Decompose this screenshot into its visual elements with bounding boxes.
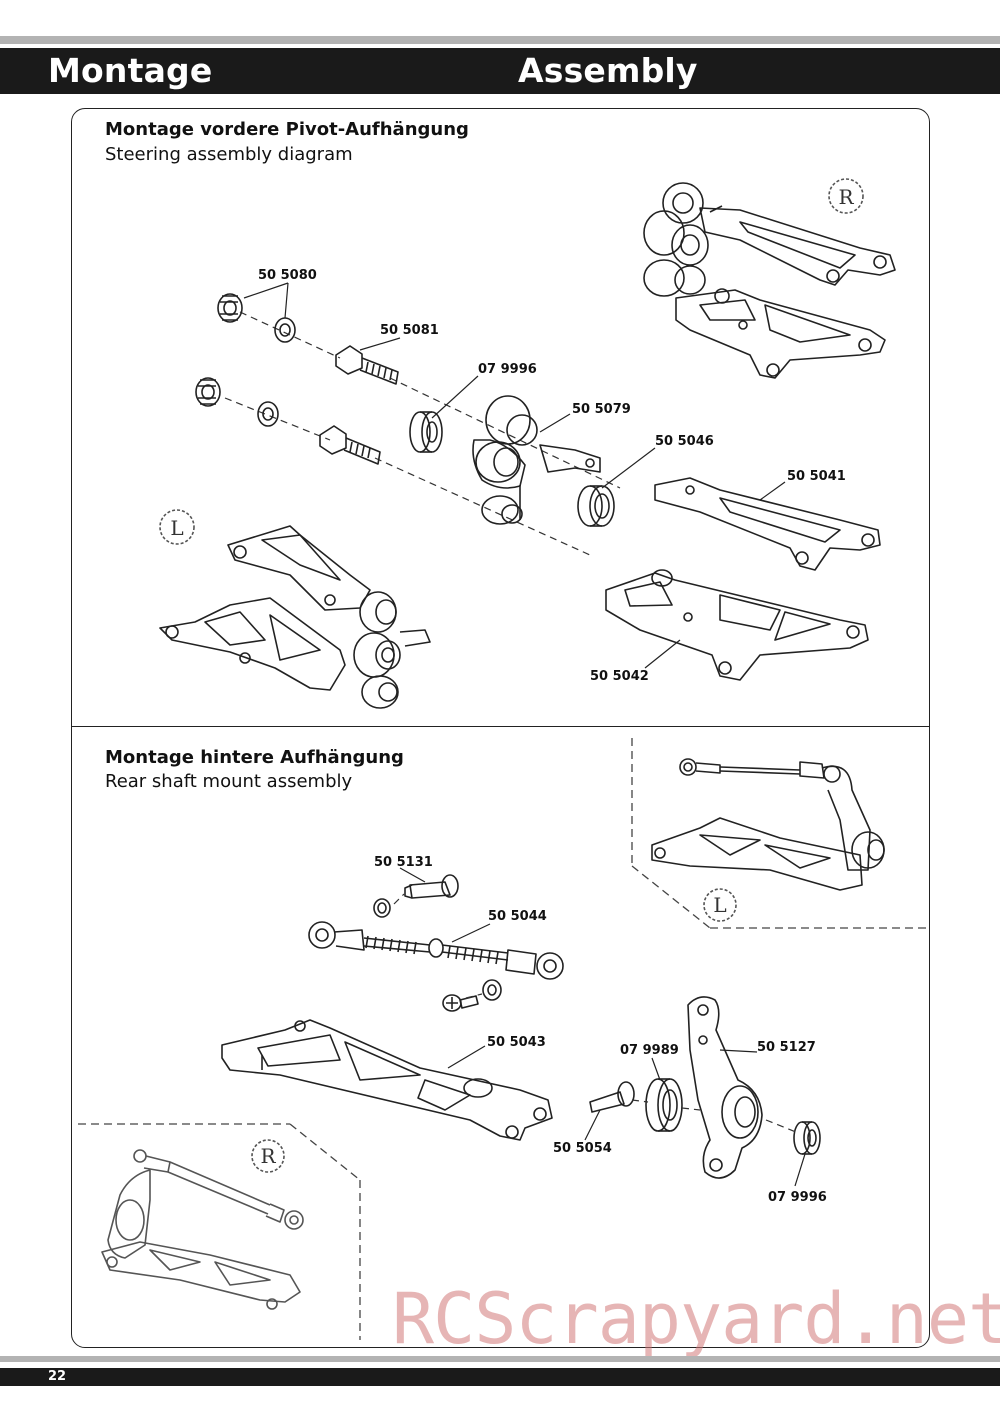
part-505041-drawing bbox=[654, 477, 881, 571]
part-label: 50 5042 bbox=[590, 669, 649, 684]
right-lower-arm-drawing bbox=[675, 288, 886, 379]
part-label: 07 9989 bbox=[620, 1043, 679, 1058]
right-rear-inset-drawing bbox=[101, 1149, 304, 1310]
view-label-r1: R bbox=[838, 185, 854, 209]
view-marker-l1 bbox=[159, 509, 195, 545]
header-title-de: Montage bbox=[48, 51, 213, 90]
part-079989-drawing bbox=[645, 1078, 683, 1132]
section2-title: Montage hintere Aufhängung bbox=[105, 747, 404, 768]
part-label: 07 9996 bbox=[478, 362, 537, 377]
top-rule bbox=[0, 36, 1000, 44]
part-505042-drawing bbox=[605, 569, 869, 681]
view-marker-r2 bbox=[251, 1139, 285, 1173]
small-screw-drawing bbox=[442, 979, 502, 1012]
part-505046-drawing bbox=[577, 485, 615, 527]
part-label: 50 5054 bbox=[553, 1141, 612, 1156]
part-505043-drawing bbox=[221, 1019, 553, 1141]
part-079996-drawing-rear bbox=[793, 1121, 821, 1155]
view-label-r2: R bbox=[260, 1144, 276, 1168]
section1-subtitle: Steering assembly diagram bbox=[105, 144, 353, 165]
part-505044-drawing bbox=[308, 921, 564, 980]
section-divider bbox=[71, 726, 929, 727]
page-header: Montage Assembly bbox=[0, 48, 1000, 94]
section1-title: Montage vordere Pivot-Aufhängung bbox=[105, 119, 469, 140]
part-505079-drawing bbox=[472, 395, 601, 525]
part-label: 50 5081 bbox=[380, 323, 439, 338]
watermark: RCScrapyard.net bbox=[392, 1278, 1000, 1360]
part-label: 50 5046 bbox=[655, 434, 714, 449]
view-marker-l2 bbox=[703, 888, 737, 922]
bottom-rule bbox=[0, 1356, 1000, 1362]
part-label: 50 5127 bbox=[757, 1040, 816, 1055]
page-number: 22 bbox=[48, 1369, 67, 1384]
spacer-drawing bbox=[373, 898, 391, 918]
view-label-l1: L bbox=[170, 516, 183, 540]
view-marker-r1 bbox=[828, 178, 864, 214]
right-upper-arm-drawing bbox=[643, 182, 896, 297]
part-label: 07 9996 bbox=[768, 1190, 827, 1205]
left-rear-inset-drawing bbox=[651, 758, 885, 891]
part-label: 50 5043 bbox=[487, 1035, 546, 1050]
part-label: 50 5131 bbox=[374, 855, 433, 870]
part-505080-drawing bbox=[195, 293, 296, 427]
part-505131-drawing bbox=[404, 874, 459, 899]
part-505054-drawing bbox=[589, 1081, 635, 1113]
section2-subtitle: Rear shaft mount assembly bbox=[105, 771, 353, 792]
part-label: 50 5044 bbox=[488, 909, 547, 924]
page-footer bbox=[0, 1368, 1000, 1386]
part-505127-drawing bbox=[687, 996, 763, 1179]
content-frame bbox=[71, 108, 930, 1348]
part-505081-drawing bbox=[319, 345, 399, 465]
part-label: 50 5079 bbox=[572, 402, 631, 417]
part-label: 50 5080 bbox=[258, 268, 317, 283]
view-label-l2: L bbox=[713, 893, 726, 917]
left-assembly-drawing bbox=[159, 525, 431, 709]
part-079996-drawing-front bbox=[409, 411, 443, 453]
part-label: 50 5041 bbox=[787, 469, 846, 484]
header-title-en: Assembly bbox=[518, 51, 698, 90]
